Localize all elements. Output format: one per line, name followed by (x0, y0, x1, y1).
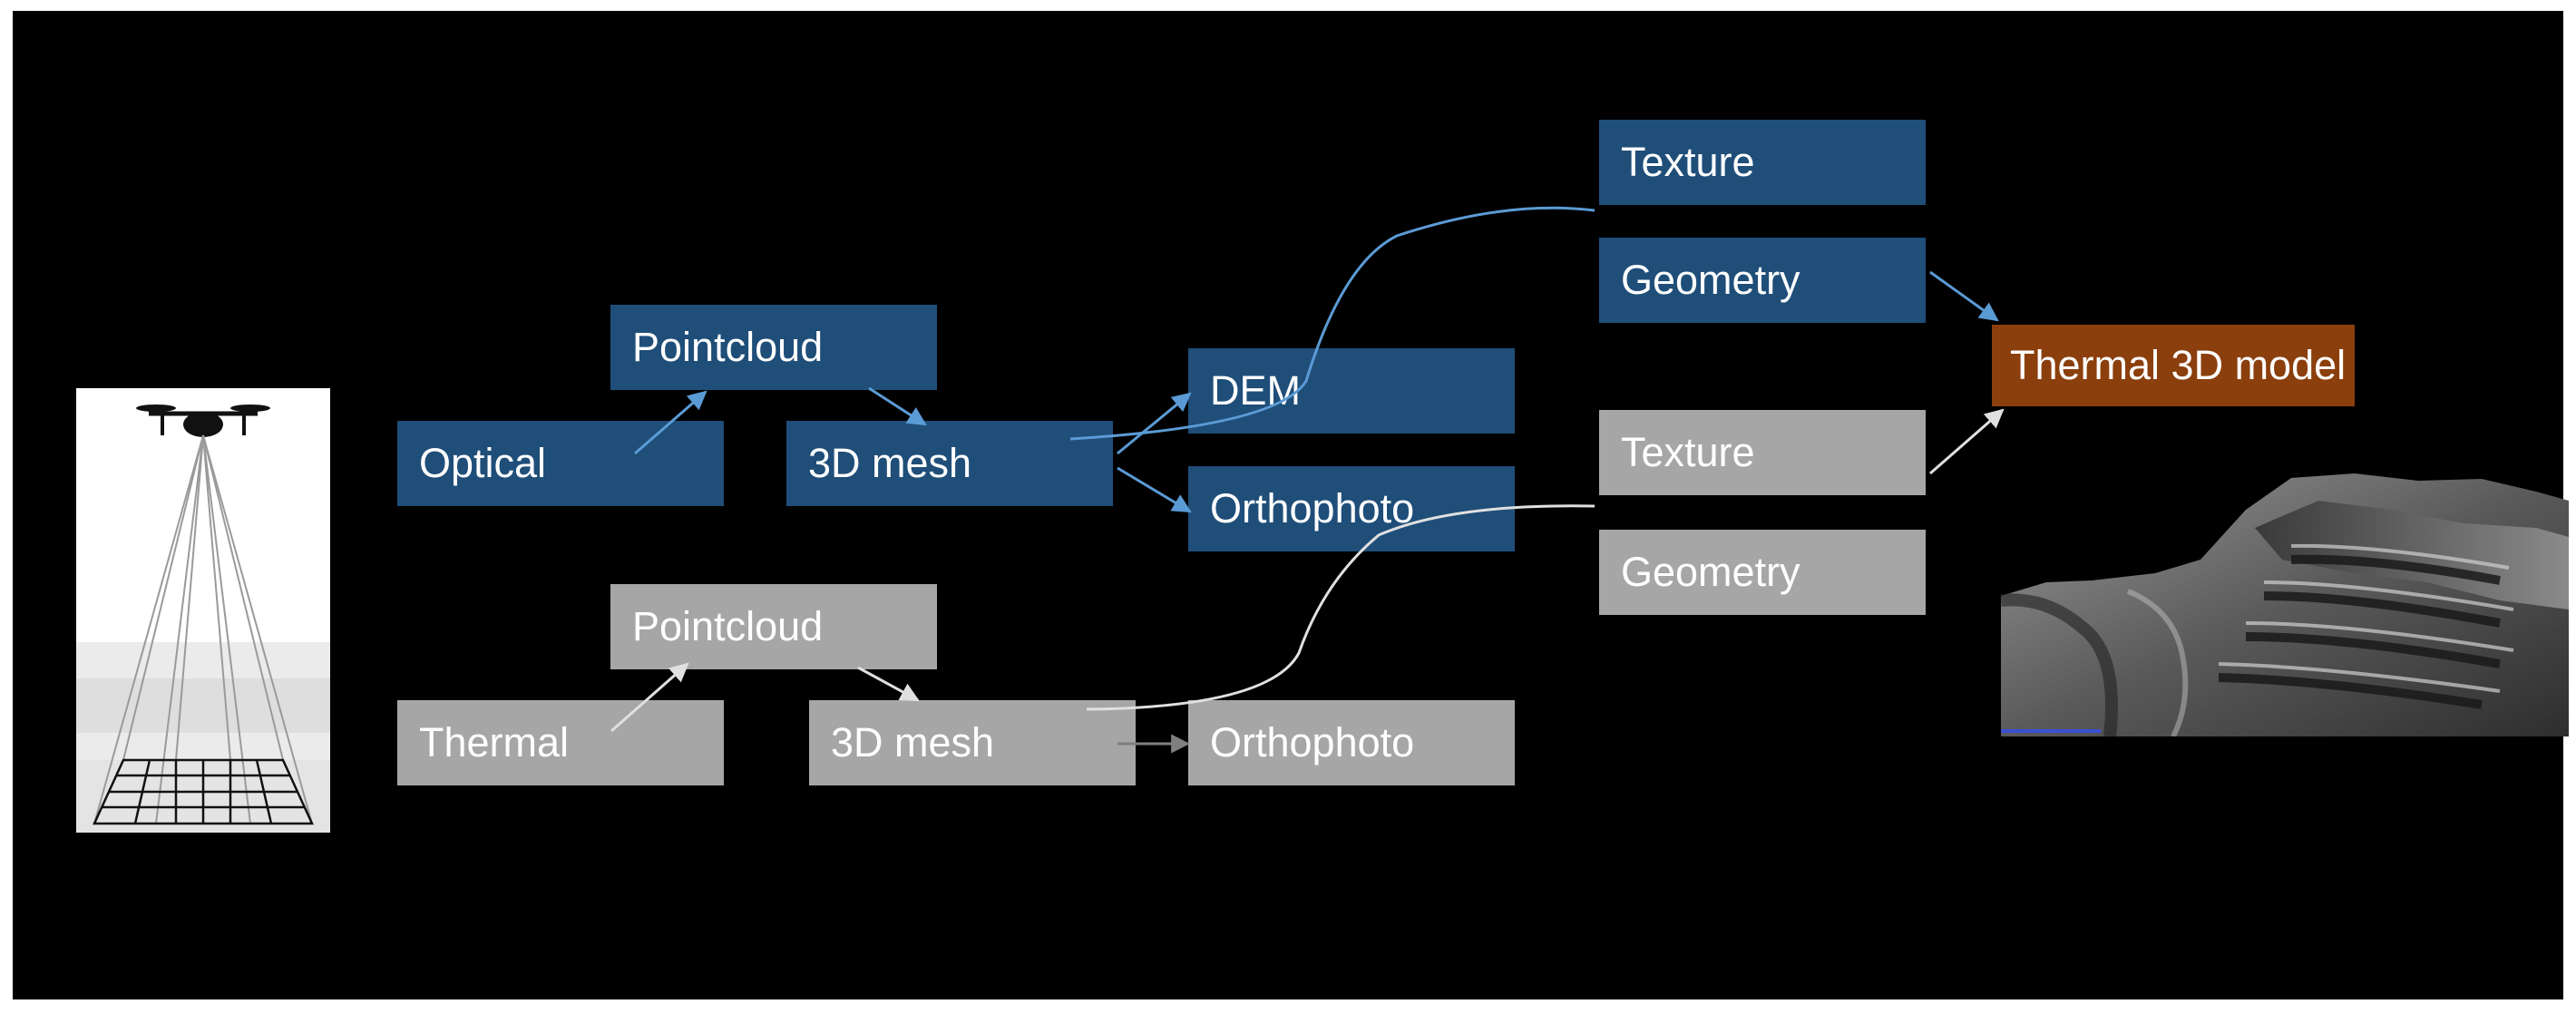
arrow-pointcloud-to-mesh (868, 386, 927, 426)
thermal-3d-model-render (2000, 473, 2569, 736)
arrow-optical-to-pointcloud (634, 390, 707, 455)
arrow-mesh-to-orthophoto (1117, 466, 1192, 513)
arrow-mesh-to-dem (1117, 392, 1192, 455)
arrow-geometry-to-model (1929, 270, 1999, 322)
arrow-thermal-texture-to-model (1929, 408, 2005, 475)
arrow-thermal-to-pointcloud (610, 662, 689, 733)
curve-mesh-to-texture (1069, 206, 1595, 441)
arrow-thermal-pointcloud-to-mesh (857, 666, 920, 702)
drone-icon (136, 405, 270, 437)
curve-thermal-mesh-to-texture (1086, 504, 1595, 711)
ground-grid (93, 758, 314, 825)
drone-capture-illustration (76, 388, 330, 833)
